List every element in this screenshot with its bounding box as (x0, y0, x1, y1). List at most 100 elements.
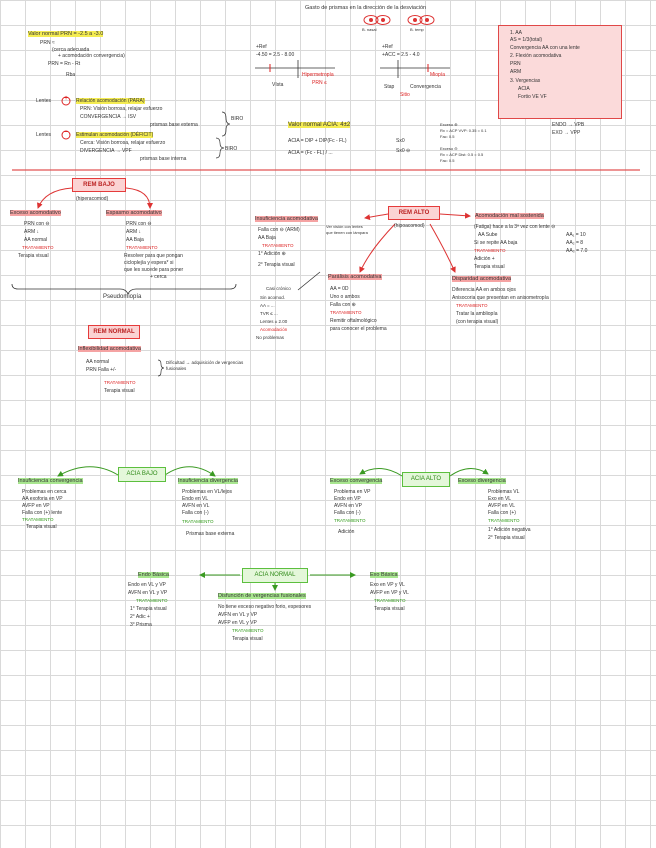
exceso-acom-3: AA normal (24, 237, 48, 243)
side-note-1: Exceso ⊕ (440, 122, 458, 127)
line2-c: Miopía (430, 72, 446, 78)
acia-formula-2: ACIA = (Fc - FL) / ... (288, 150, 333, 156)
espasmo-6: cicloplejía y espera* si (124, 260, 174, 266)
acia-normal-value: Valor normal ACIA: 4±2 (288, 122, 351, 128)
insuf-divergencia-heading: Insuficiencia divergencia (178, 478, 238, 484)
espasmo-5: Resolver para que pongan (124, 253, 183, 259)
pseudomiopia-label: Pseudomiopía (103, 294, 142, 300)
endo-basica-heading: Endo Básica (138, 572, 169, 578)
prn-note-2: (cerca adecuada (52, 47, 90, 53)
acia-alto-title: ACIA ALTO (402, 472, 450, 487)
minus-sign: − (64, 129, 69, 136)
acia-formula-1: ACIA = DIP + DIP(Fc - FL) (288, 138, 347, 144)
espasmo-8: + cerca (150, 274, 167, 280)
rem-alto-sub: (hipoacomod) (394, 223, 425, 229)
insuf-convergencia-heading: Insuficiencia convergencia (18, 478, 83, 484)
exceso-acom-2: ARM ↓ (24, 229, 39, 235)
side-note-4: Exceso ⊖ (440, 146, 458, 151)
insuf-acom-3: TRATAMIENTO (262, 243, 294, 248)
paralisis-note-4: TVR ≤ ... (260, 311, 278, 316)
lentes-pos-1: Relación acomodación (PARA) (76, 98, 145, 104)
lentes-neg-brace: BIRO (225, 146, 238, 152)
line2-d: Stap (384, 84, 395, 90)
paralisis-4: TRATAMIENTO (330, 310, 362, 315)
exc-div-5: TRATAMIENTO (488, 518, 520, 523)
insuf-conv-6: Terapia visual (26, 524, 57, 530)
espasmo-2: ARM ↓ (126, 229, 141, 235)
mal-sost-6: Terapia visual (474, 264, 505, 270)
rem-bajo-title: REM BAJO (72, 178, 126, 192)
lentes-pos-2: PRN: Visión borrosa, relajar esfuerzo (80, 106, 163, 112)
line1-b: -4.50 = 2.5 - 8.00 (256, 52, 295, 58)
insuf-conv-3: AVFP en VP (22, 503, 50, 509)
disparidad-4: Tratar la ambliopía (456, 311, 498, 317)
line2-a: +Ref (382, 44, 393, 50)
paralisis-6: para conocer el problema (330, 326, 387, 332)
paralisis-1: AA = 0D (330, 286, 349, 292)
inflex-3: Dificultad → adquisición de vergencias f… (166, 360, 244, 371)
exceso-acomodativo-heading: Exceso acomodativo (10, 210, 61, 216)
insuf-acom-4: 1° Adición ⊕ (258, 251, 286, 257)
exc-div-6: 1° Adición negativa (488, 527, 531, 533)
paralisis-note-2: Sin acomod. (260, 295, 286, 300)
exc-div-2: Exo en VL (488, 496, 512, 502)
acia-bajo-title: ACIA BAJO (118, 467, 166, 482)
side-note-6: Fac: 0.5 (440, 158, 455, 163)
inflex-5: Terapia visual (104, 388, 135, 394)
exc-conv-6: Adición (338, 529, 355, 535)
exc-conv-2: Endo en VP (334, 496, 361, 502)
summary-9: Fortio VE VF (518, 94, 547, 100)
insuf-acom-1: Falla con ⊖ (ARM) (258, 227, 300, 233)
summary-1: 1. AA (510, 30, 522, 36)
espasmo-3: AA Baja (126, 237, 144, 243)
line1-d: Vísta (272, 82, 284, 88)
acia-normal-title: ACIA NORMAL (242, 568, 308, 583)
rem-alto-title: REM ALTO (388, 206, 440, 220)
exceso-acom-5: Terapia visual (18, 253, 49, 259)
summary-6: ARM (510, 69, 522, 75)
line1-e: PRN ≤ (312, 80, 327, 86)
exo-bas-3: TRATAMIENTO (374, 598, 406, 603)
exc-div-1: Problemas VL (488, 489, 520, 495)
insuf-conv-2: AA exoforia en VP (22, 496, 63, 502)
lentes-neg-4: prismas base interna (140, 156, 187, 162)
paralisis-note-5: Lentes ± 2.00 (260, 319, 288, 324)
insuf-div-4: Falla con (-) (182, 510, 209, 516)
inflex-4: TRATAMIENTO (104, 380, 136, 385)
plus-sign: + (64, 95, 69, 102)
insuf-acom-5: 2° Terapia visual (258, 262, 295, 268)
lentes-pos-label: Lentes (36, 98, 52, 104)
espasmo-acomodativo-heading: Espasmo acomodativo (106, 210, 162, 216)
lentes-pos-4: prismas base externa (150, 122, 198, 128)
disfuncion-vergencias-heading: Disfunción de vergencias fusionales (218, 593, 306, 599)
insuf-div-6: Prismas base externa (186, 531, 235, 537)
exc-conv-5: TRATAMIENTO (334, 518, 366, 523)
mal-sost-1: (Fatiga) hace a la 3ª vez con lente ⊖ (474, 224, 556, 230)
insuficiencia-acomodativa-heading: Insuficiencia acomodativa (255, 216, 318, 222)
mal-sostenida-heading: Acomodación mal sostenida (475, 213, 544, 219)
disf-1: No tiene exceso negativo forio, espesore… (218, 604, 312, 610)
exo-basica-heading: Exo Básica (370, 572, 398, 578)
exc-div-4: Falla con (+) (488, 510, 516, 516)
exc-conv-3: AVFN en VP (334, 503, 362, 509)
side-note-r1: ENDO → VPB (552, 122, 585, 128)
eye-label-right: B. temp (410, 27, 424, 32)
side-note-2: Rx = ACP VVP: 0.35 = 0.1 (440, 128, 487, 133)
disparidad-5: (con terapia visual) (456, 319, 499, 325)
espasmo-7: que les sucede para poner (124, 267, 184, 273)
lentes-pos-3: CONVERGENCIA → ISV (80, 114, 137, 120)
mal-sost-val-3: AA₃ = 7.0 (566, 248, 588, 254)
summary-5: PRN (510, 61, 521, 67)
summary-7: 3. Vergencias (510, 78, 541, 84)
rem-normal-title: REM NORMAL (88, 325, 140, 339)
mal-sost-2: AA Sube (478, 232, 498, 238)
paralisis-note-3: AA = ... (260, 303, 275, 308)
prn-note-3: + acomodación convergencia) (58, 53, 125, 59)
insuf-div-3: AVFN en VL (182, 503, 210, 509)
endo-bas-6: 3° Prisma (130, 622, 152, 628)
exo-bas-1: Exo en VP y VL (370, 582, 405, 588)
insuf-conv-5: TRATAMIENTO (22, 517, 54, 522)
exceso-convergencia-heading: Exceso convergencia (330, 478, 383, 484)
side-note-5: Rx = ACP Dist: 0.5 = 0.5 (440, 152, 484, 157)
mal-sost-4: TRATAMIENTO (474, 248, 506, 253)
